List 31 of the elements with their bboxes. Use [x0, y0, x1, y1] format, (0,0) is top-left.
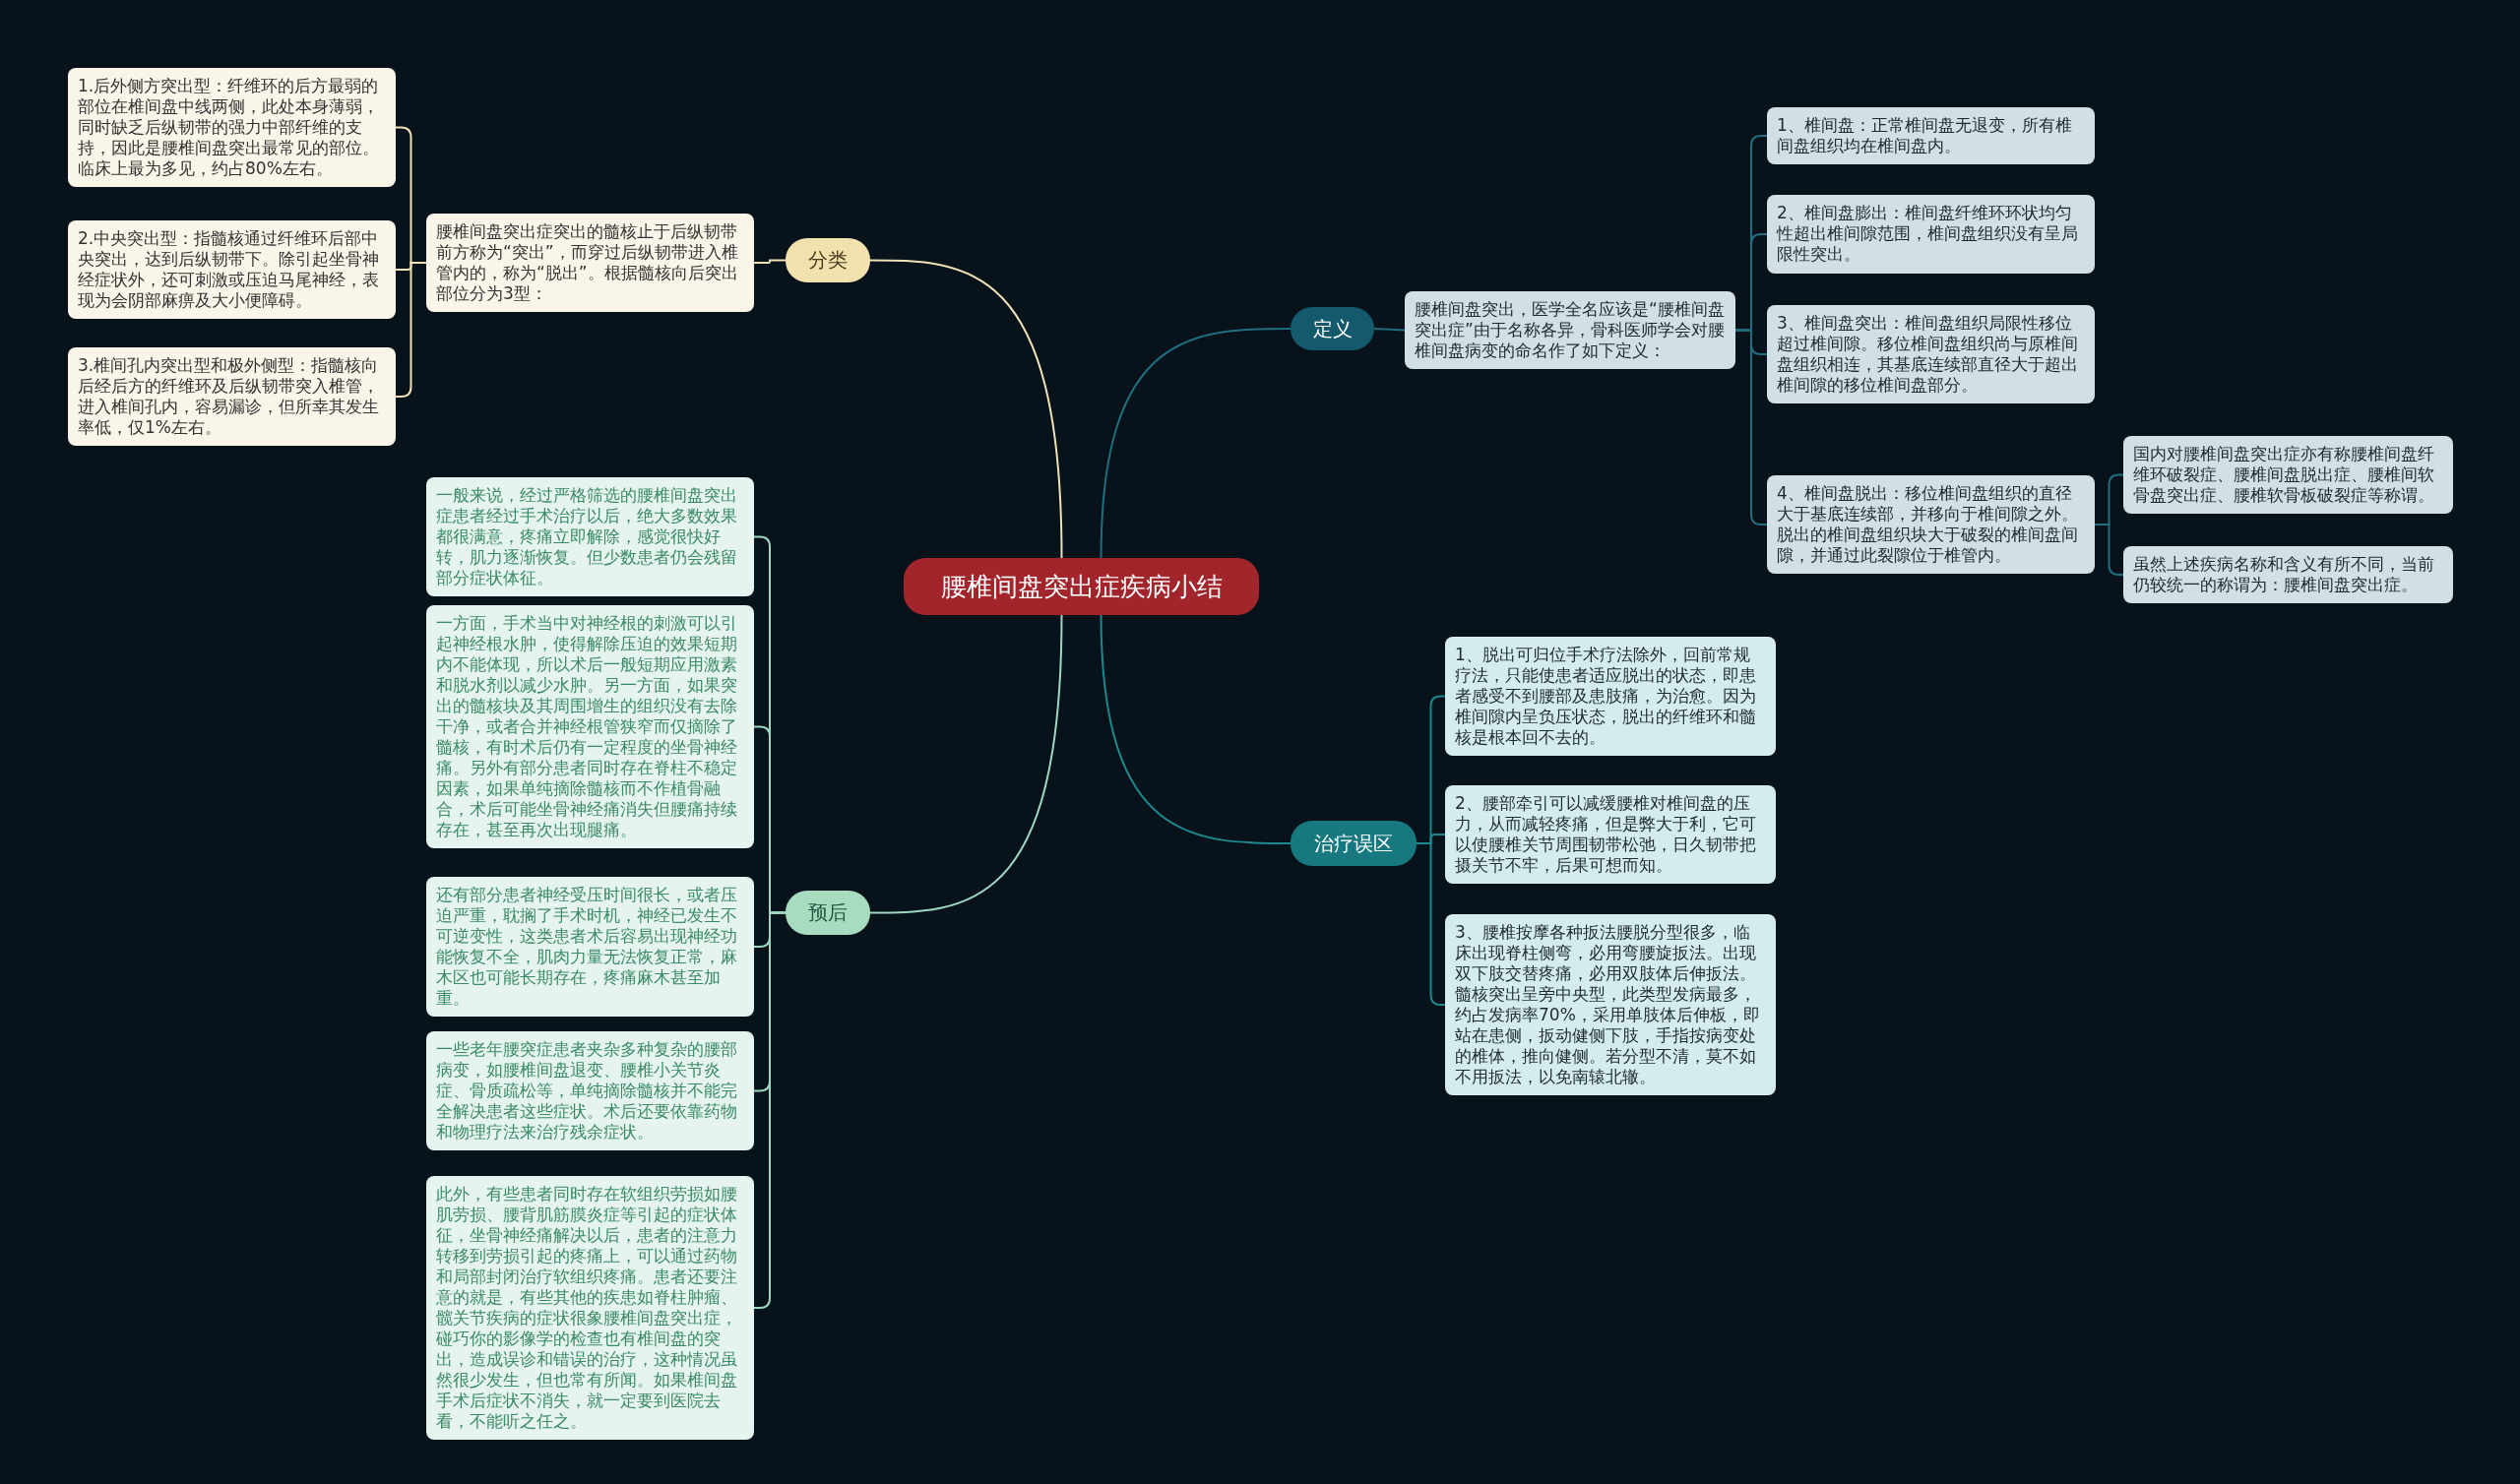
- topic-box: 一般来说，经过严格筛选的腰椎间盘突出症患者经过手术治疗以后，绝大多数效果都很满意，疼痛立即解除，感觉很快好转，肌力逐渐恢复。但少数患者仍会残留部分症状体征。: [426, 477, 754, 596]
- connector: [1100, 614, 1292, 844]
- topic-box: 2、椎间盘膨出：椎间盘纤维环环状均匀性超出椎间隙范围，椎间盘组织没有呈局限性突出。: [1767, 195, 2095, 274]
- topic-box: 4、椎间盘脱出：移位椎间盘组织的直径大于基底连续部，并移向于椎间隙之外。脱出的椎间盘组织块大于破裂的椎间盘间隙，并通过此裂隙位于椎管内。: [1767, 475, 2095, 574]
- topic-box: 1、脱出可归位手术疗法除外，回前常规疗法，只能使患者适应脱出的状态，即患者感受不到腰部及患肢痛，为治愈。因为椎间隙内呈负压状态，脱出的纤维环和髓核是根本回不去的。: [1445, 637, 1776, 756]
- topic-box: 还有部分患者神经受压时间很长，或者压迫严重，耽搁了手术时机，神经已发生不可逆变性，这类患者术后容易出现神经功能恢复不全，肌肉力量无法恢复正常，麻木区也可能长期存在，疼痛麻木甚至加重。: [426, 877, 754, 1017]
- branch-topic: 治疗误区: [1291, 821, 1417, 866]
- topic-box: 2、腰部牵引可以减缓腰椎对椎间盘的压力，从而减轻疼痛，但是弊大于利，它可以使腰椎关节周围韧带松弛，日久韧带把摄关节不牢，后果可想而知。: [1445, 785, 1776, 884]
- topic-box: 此外，有些患者同时存在软组织劳损如腰肌劳损、腰背肌筋膜炎症等引起的症状体征，坐骨神经痛解决以后，患者的注意力转移到劳损引起的疼痛上，可以通过药物和局部封闭治疗软组织疼痛。患者还要注意的就是，有些其他的疾患如脊柱肿瘤、髋关节疾病的症状很象腰椎间盘突出症，碰巧你的影像学的检查也有椎间盘的突出，造成误诊和错误的治疗，这种情况虽然很少发生，但也常有所闻。如果椎间盘手术后症状不消失，就一定要到医院去看，不能听之任之。: [426, 1176, 754, 1440]
- topic-box: 1.后外侧方突出型：纤维环的后方最弱的部位在椎间盘中线两侧，此处本身薄弱，同时缺乏后纵韧带的强力中部纤维的支持，因此是腰椎间盘突出最常见的部位。临床上最为多见，约占80%左右。: [68, 68, 396, 187]
- branch-topic: 定义: [1291, 307, 1374, 350]
- connector: [1373, 328, 1406, 332]
- topic-box: 一些老年腰突症患者夹杂多种复杂的腰部病变，如腰椎间盘退变、腰椎小关节炎症、骨质疏松等，单纯摘除髓核并不能完全解决患者这些症状。术后还要依靠药物和物理疗法来治疗残余症状。: [426, 1031, 754, 1150]
- connector: [869, 259, 1063, 559]
- connector: [869, 614, 1063, 914]
- topic-box: 一方面，手术当中对神经根的刺激可以引起神经根水肿，使得解除压迫的效果短期内不能体现，所以术后一般短期应用激素和脱水剂以减少水肿。另一方面，如果突出的髓核块及其周围增生的组织没有去除干净，或者合并神经根管狭窄而仅摘除了髓核，有时术后仍有一定程度的坐骨神经痛。另外有部分患者同时存在脊柱不稳定因素，如果单纯摘除髓核而不作植骨融合，术后可能坐骨神经痛消失但腰痛持续存在，甚至再次出现腿痛。: [426, 605, 754, 848]
- topic-box: 1、椎间盘：正常椎间盘无退变，所有椎间盘组织均在椎间盘内。: [1767, 107, 2095, 164]
- topic-box: 3、椎间盘突出：椎间盘组织局限性移位超过椎间隙。移位椎间盘组织尚与原椎间盘组织相连，其基底连续部直径大于超出椎间隙的移位椎间盘部分。: [1767, 305, 2095, 403]
- branch-topic: 分类: [786, 238, 870, 282]
- topic-box: 3.椎间孔内突出型和极外侧型：指髓核向后经后方的纤维环及后纵韧带突入椎管，进入椎间孔内，容易漏诊，但所幸其发生率低，仅1%左右。: [68, 347, 396, 446]
- central-topic: 腰椎间盘突出症疾病小结: [904, 558, 1259, 615]
- branch-topic: 预后: [786, 891, 870, 935]
- connector: [753, 259, 787, 264]
- topic-box: 2.中央突出型：指髓核通过纤维环后部中央突出，达到后纵韧带下。除引起坐骨神经症状外，还可刺激或压迫马尾神经，表现为会阴部麻痹及大小便障碍。: [68, 220, 396, 319]
- topic-box: 3、腰椎按摩各种扳法腰脱分型很多，临床出现脊柱侧弯，必用弯腰旋扳法。出现双下肢交替疼痛，必用双肢体后伸扳法。髓核突出呈旁中央型，此类型发病最多，约占发病率70%，采用单肢体后伸板，即站在患侧，扳动健侧下肢，手指按病变处的椎体，推向健侧。若分型不清，莫不如不用扳法，以免南辕北辙。: [1445, 914, 1776, 1095]
- connector: [1100, 328, 1292, 559]
- topic-box: 腰椎间盘突出，医学全名应该是“腰椎间盘突出症”由于名称各异，骨科医师学会对腰椎间盘病变的命名作了如下定义：: [1405, 291, 1735, 369]
- topic-box: 虽然上述疾病名称和含义有所不同，当前仍较统一的称谓为：腰椎间盘突出症。: [2123, 546, 2453, 603]
- topic-box: 腰椎间盘突出症突出的髓核止于后纵韧带前方称为“突出”，而穿过后纵韧带进入椎管内的，称为“脱出”。根据髓核向后突出部位分为3型：: [426, 214, 754, 312]
- connector: [2094, 524, 2124, 576]
- topic-box: 国内对腰椎间盘突出症亦有称腰椎间盘纤维环破裂症、腰椎间盘脱出症、腰椎间软骨盘突出症、腰椎软骨板破裂症等称谓。: [2123, 436, 2453, 514]
